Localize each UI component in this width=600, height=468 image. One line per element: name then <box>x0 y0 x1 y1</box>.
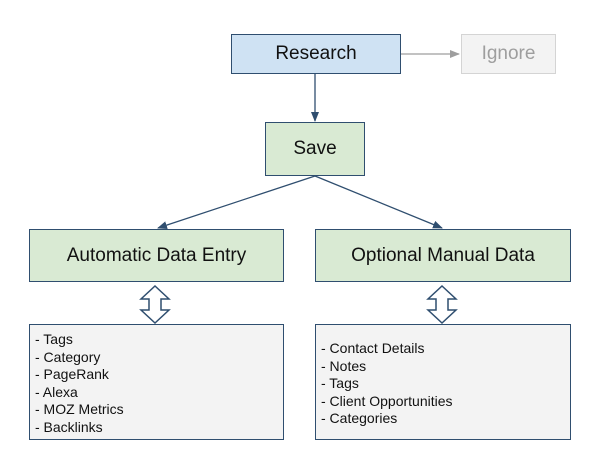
optional-manual-data-node: Optional Manual Data <box>315 229 571 282</box>
automatic-data-entry-node: Automatic Data Entry <box>29 229 284 282</box>
save-to-manual-arrow <box>314 175 443 229</box>
research-node: Research <box>231 34 401 74</box>
list-item: - Alexa <box>35 383 78 400</box>
ignore-node: Ignore <box>461 34 556 74</box>
manual-data-list: - Contact Details - Notes - Tags - Clien… <box>315 324 571 440</box>
list-item: - Category <box>35 348 101 365</box>
list-item: - Categories <box>321 410 398 426</box>
manual-double-arrow-icon <box>426 284 458 325</box>
ignore-label: Ignore <box>481 43 536 64</box>
list-item: - Contact Details <box>321 340 425 356</box>
automatic-double-arrow-icon <box>139 284 171 325</box>
save-label: Save <box>293 138 337 159</box>
list-item: - MOZ Metrics <box>35 401 124 417</box>
list-item: - Tags <box>35 331 73 347</box>
save-node: Save <box>265 122 365 176</box>
save-to-automatic-arrow <box>157 175 316 229</box>
list-item: - Notes <box>321 357 367 374</box>
automatic-data-list: - Tags - Category - PageRank - Alexa - M… <box>29 324 284 440</box>
list-item: - Tags <box>321 375 359 391</box>
optional-manual-data-label: Optional Manual Data <box>351 244 535 266</box>
list-item: - PageRank <box>35 366 109 382</box>
automatic-data-entry-label: Automatic Data Entry <box>66 244 247 266</box>
list-item: - Backlinks <box>35 418 103 435</box>
research-label: Research <box>275 43 357 64</box>
list-item: - Client Opportunities <box>321 392 453 409</box>
